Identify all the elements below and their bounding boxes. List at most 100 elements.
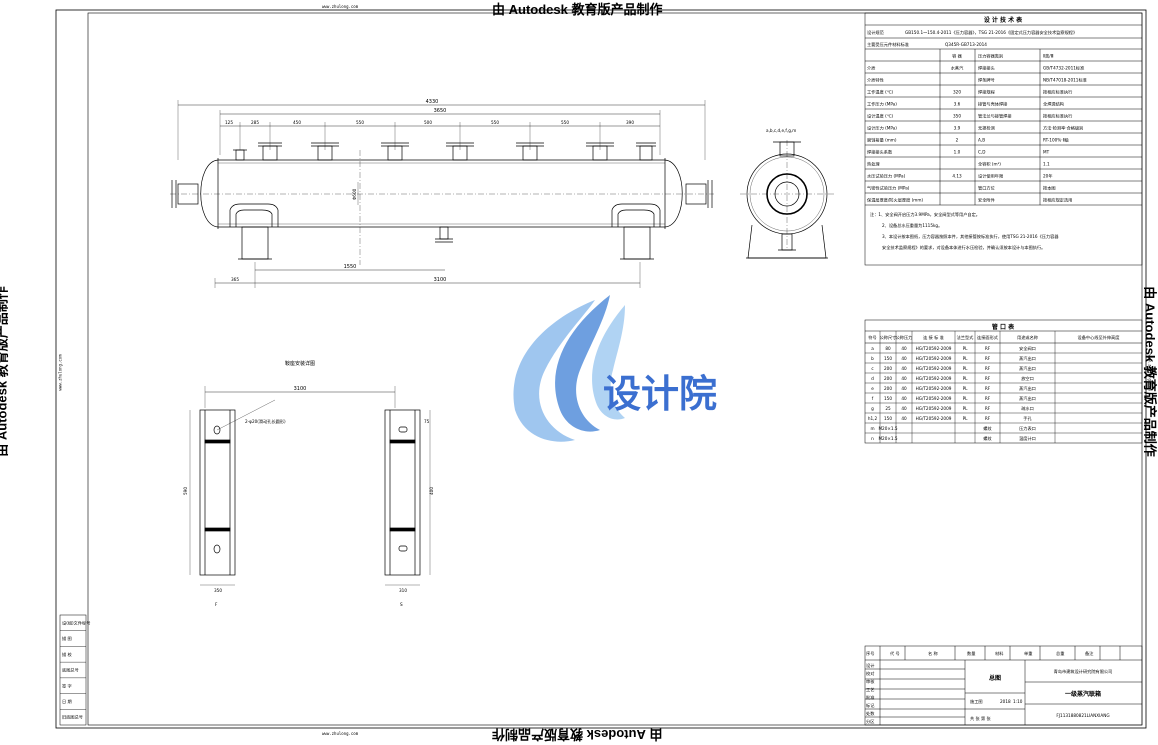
nozzle-header: 法兰型式	[957, 334, 975, 341]
tech-row-label: 气密性试验压力 (MPa)	[867, 184, 910, 191]
nozzle-cell: PL	[963, 356, 969, 361]
title-sign-label: 批准	[866, 694, 874, 701]
tech-row-value: GB/T4732-2011标准	[1043, 64, 1084, 71]
tech-row-value: MT	[1043, 149, 1050, 154]
nozzle-cell: 40	[901, 396, 907, 401]
nozzle-cell: 25	[885, 406, 891, 411]
left-sign-label: 日 期	[62, 699, 72, 705]
site-mark-bottom: www.zhulong.com	[322, 731, 359, 736]
support-dim-3: 590	[183, 487, 188, 495]
nozzle-cell: HG/T20592-2009	[916, 386, 952, 391]
tech-row-label: 工作温度 (℃)	[867, 88, 893, 95]
nozzle-cell: 温度计口	[1019, 435, 1036, 442]
tech-row-label: 设计压力 (MPa)	[867, 124, 897, 131]
title-sign-label: 分区	[866, 718, 874, 725]
tech-row-value: 按相应标准执行	[1043, 112, 1072, 119]
nozzle-cell: RF	[985, 386, 991, 391]
view-label-f: F	[215, 602, 218, 607]
nozzle-cell: 200	[884, 376, 892, 381]
support-detail	[189, 386, 431, 586]
drawing-number: FJ1131880821LIANXIANG	[1056, 713, 1109, 718]
title-sign-label: 工艺	[866, 687, 874, 692]
tech-row-value: 320	[953, 89, 961, 94]
tech-row-value: Q345R-GB713-2014	[945, 42, 987, 47]
nozzle-cell: 40	[901, 386, 907, 391]
nozzle-cell: PL	[963, 406, 969, 411]
tech-row-label: 介质特性	[867, 76, 884, 83]
nozzle-cell: HG/T20592-2009	[916, 366, 952, 371]
nozzle-cell: M20×1.5	[878, 426, 897, 431]
nozzle-cell: RF	[985, 356, 991, 361]
tech-row-value: 全焊透结构	[1043, 100, 1064, 107]
nozzle-cell: 蒸汽出口	[1019, 385, 1036, 392]
nozzle-cell: 150	[884, 416, 892, 421]
left-sign-label: 描 图	[62, 635, 72, 642]
title-header-label: 单重	[1024, 650, 1032, 657]
dim-bottom-1: 1550	[344, 264, 357, 270]
tech-note: 注：1、安全阀开启压力3.9MPa，安全阀型式等用户自定。	[870, 211, 980, 218]
nozzle-cell: HG/T20592-2009	[916, 406, 952, 411]
nozzle-header: 连 接 标 准	[923, 334, 944, 341]
tech-row-label: 焊接规程	[978, 88, 996, 95]
tech-row-label: A,B	[978, 137, 985, 142]
tech-row-value: 按相应规定选用	[1043, 196, 1072, 203]
nozzle-cell: PL	[963, 346, 969, 351]
tech-row-label: 设计规范	[867, 29, 884, 36]
nozzle-header: 用途或名称	[1017, 334, 1038, 341]
left-sign-label: 签 字	[62, 682, 72, 688]
tech-row-value: 1.1	[1043, 161, 1050, 166]
nozzle-cell: RF	[985, 396, 991, 401]
tech-row-value: RT-100%·Ⅱ级	[1043, 136, 1070, 143]
vessel-front-view	[170, 100, 714, 288]
tech-row-value: Ⅱ类/Ⅲ	[1043, 52, 1054, 59]
nozzle-cell: 放空口	[1021, 375, 1034, 382]
nozzle-cell: 压力表口	[1019, 425, 1036, 432]
nozzle-cell: n	[871, 436, 874, 441]
site-mark-top: www.zhulong.com	[322, 4, 359, 9]
tech-row-label: 腐蚀裕量 (mm)	[867, 136, 897, 143]
nozzle-cell: 40	[901, 356, 907, 361]
logo-text: 设计院	[603, 372, 717, 416]
support-title: 鞍座安装详图	[285, 360, 315, 367]
tech-row-label: 主要受压元件材料标准	[867, 41, 909, 48]
watermark-top: 由 Autodesk 教育版产品制作	[492, 2, 663, 17]
title-header-label: 代 号	[890, 650, 900, 657]
dim-diameter: Φ600	[352, 188, 357, 200]
tech-row-value: 3.9	[954, 125, 961, 130]
title-header-label: 备注	[1085, 650, 1094, 657]
tech-row-value: 水蒸汽	[951, 64, 964, 71]
title-header-label: 序号	[866, 650, 874, 657]
nozzle-cell: PL	[963, 396, 969, 401]
product-name: 一级蒸汽联箱	[1065, 690, 1101, 698]
tech-row-value: 按本图	[1043, 184, 1056, 191]
dim-overall-length: 4330	[426, 99, 439, 105]
support-dim-4: 310	[399, 588, 407, 593]
logo-swoosh-icon	[513, 295, 625, 442]
nozzle-cell: 螺纹	[983, 425, 992, 432]
nozzle-cell: PL	[963, 366, 969, 371]
drawing-label: 总图	[989, 674, 1001, 682]
title-header-label: 名 称	[928, 650, 938, 657]
dim-bottom-2: 3100	[434, 277, 447, 283]
dim-spacing-7: 550	[561, 120, 569, 125]
date-value: 2018	[1000, 699, 1011, 704]
title-header-label: 总重	[1056, 650, 1064, 656]
nozzle-cell: 200	[884, 366, 892, 371]
left-sign-label: 设(组)文件标号	[62, 619, 90, 626]
tech-row-value: GB150.1～150.4-2011《压力容器》，TSG 21-2016《固定式…	[905, 29, 1077, 36]
tech-row-label: 压力容器类别	[978, 52, 1003, 59]
logo: 设计院	[513, 295, 717, 442]
tech-table	[864, 12, 1143, 266]
nozzle-cell: HG/T20592-2009	[916, 346, 952, 351]
nozzle-cell: c	[871, 366, 874, 371]
left-sign-label: 底图总号	[62, 667, 79, 674]
nozzle-cell: 150	[884, 396, 892, 401]
nozzle-cell: HG/T20592-2009	[916, 376, 952, 381]
nozzle-cell: 疏水口	[1021, 405, 1034, 412]
tech-note: 安全技术监察规程》的要求，对设备本体进行水压检验，并确认须按本设计与本图执行。	[882, 244, 1045, 251]
site-mark-right: www.zhulong.com	[1147, 354, 1153, 391]
nozzle-cell: 蒸汽出口	[1019, 365, 1036, 372]
dim-spacing-4: 550	[356, 120, 364, 125]
nozzle-table-title: 管 口 表	[992, 323, 1015, 331]
support-dim-6: 400	[429, 487, 434, 495]
